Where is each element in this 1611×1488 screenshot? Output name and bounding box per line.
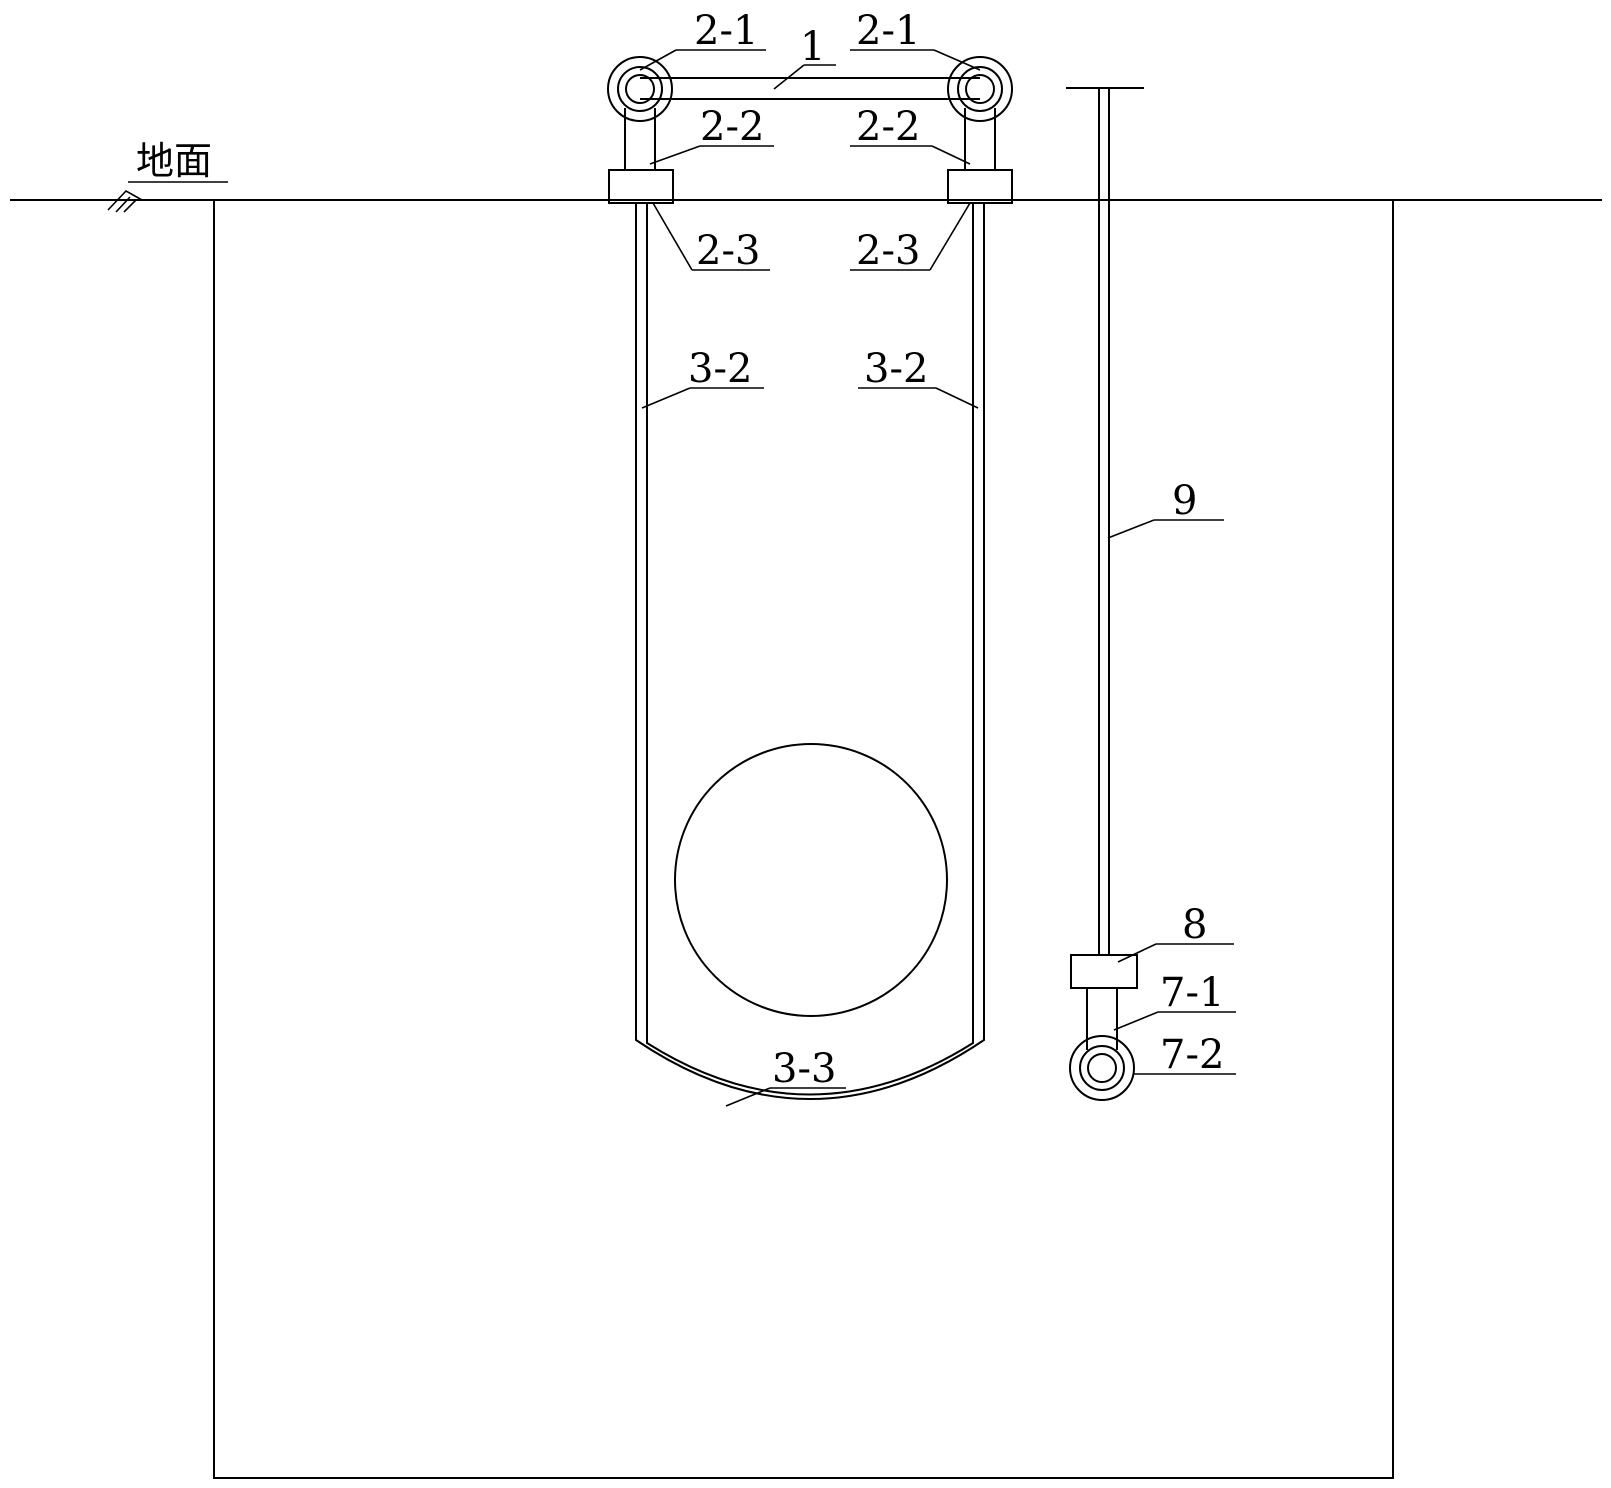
leader-bracket-right	[931, 145, 971, 165]
label-block: 8	[1182, 902, 1207, 948]
label-side-wire-left: 3-2	[688, 346, 752, 392]
leader-cable	[773, 64, 805, 90]
ground-label: 地面	[136, 139, 212, 183]
u-wire	[635, 203, 985, 1100]
label-rod: 9	[1172, 478, 1197, 524]
leader-base-right	[929, 202, 971, 271]
label-side-wire-right: 3-2	[864, 346, 928, 392]
top-cable	[640, 77, 980, 100]
leader-pulley-right	[933, 49, 981, 71]
leader-block	[1117, 943, 1157, 963]
pit-outline	[213, 200, 1394, 1479]
label-lower-pulley: 7-2	[1160, 1032, 1224, 1078]
leader-bracket-left	[649, 145, 701, 165]
label-pulley-top-right: 2-1	[856, 8, 920, 54]
leader-lower-bracket	[1113, 1011, 1159, 1031]
label-base-right: 2-3	[856, 228, 920, 274]
pulley-top-right	[947, 56, 1013, 122]
label-base-left: 2-3	[696, 228, 760, 274]
ground-symbol	[107, 181, 228, 213]
rod	[1098, 88, 1110, 955]
leader-side-wire-right	[935, 387, 979, 409]
leader-base-left	[652, 202, 693, 271]
label-pulley-top-left: 2-1	[694, 8, 758, 54]
label-bottom-wire: 3-3	[772, 1046, 836, 1092]
label-lower-bracket: 7-1	[1160, 970, 1224, 1016]
label-bracket-right: 2-2	[856, 104, 920, 150]
label-bracket-left: 2-2	[700, 104, 764, 150]
leader-bottom-wire	[725, 1087, 771, 1107]
pulley-top-left	[607, 56, 673, 122]
leader-side-wire-left	[641, 387, 691, 409]
leader-pulley-left	[639, 49, 677, 71]
lower-bracket	[1086, 988, 1118, 1050]
base-right	[947, 169, 1013, 204]
bracket-right	[964, 108, 996, 170]
lower-pulley	[1069, 1035, 1135, 1101]
block	[1070, 954, 1138, 989]
base-left	[608, 169, 674, 204]
leader-rod	[1107, 519, 1155, 539]
label-cable: 1	[800, 24, 825, 70]
bracket-left	[624, 108, 656, 170]
pipe-circle	[674, 743, 948, 1017]
